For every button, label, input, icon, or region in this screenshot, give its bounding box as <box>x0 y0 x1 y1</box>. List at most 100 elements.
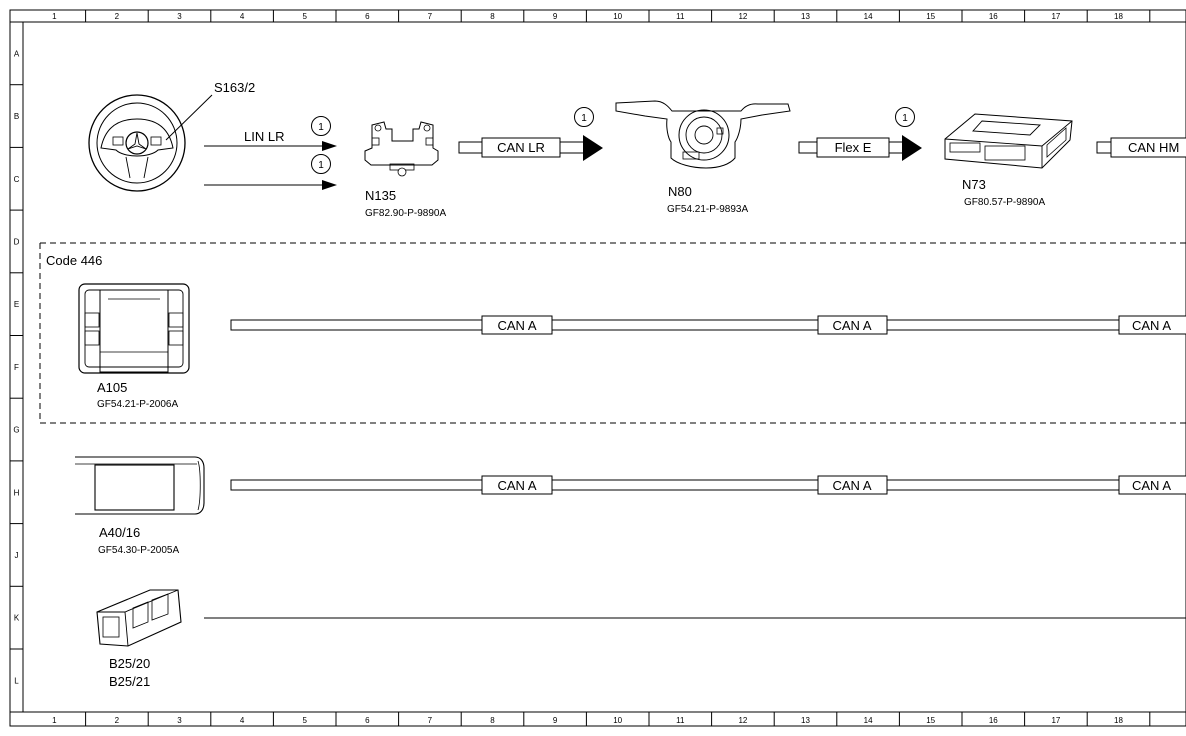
n73-label: N73 <box>962 177 986 192</box>
svg-text:1: 1 <box>581 113 587 124</box>
column-label-15: 15 <box>926 716 935 725</box>
column-label-10: 10 <box>613 716 622 725</box>
column-label-15: 15 <box>926 12 935 21</box>
b25-21-label: B25/21 <box>109 674 150 689</box>
svg-text:CAN A: CAN A <box>1132 478 1171 493</box>
note-marker-1c: 1 <box>574 107 594 127</box>
b25-sensor-drawing <box>96 589 182 647</box>
column-label-16: 16 <box>989 12 998 21</box>
row-label-K: K <box>14 614 20 623</box>
svg-text:CAN A: CAN A <box>497 318 536 333</box>
n80-label: N80 <box>668 184 692 199</box>
note-marker-1b: 1 <box>311 154 331 174</box>
can-a-bus-1 <box>230 319 1186 331</box>
column-label-2: 2 <box>115 12 120 21</box>
can-a-tag-2c: CAN A <box>1118 475 1186 495</box>
row-label-H: H <box>14 488 20 497</box>
column-label-7: 7 <box>428 12 433 21</box>
column-label-7: 7 <box>428 716 433 725</box>
note-marker-1a: 1 <box>311 116 331 136</box>
a105-ref: GF54.21-P-2006A <box>97 399 178 410</box>
can-lr-arrow-head <box>583 135 603 161</box>
can-a-tag-1c: CAN A <box>1118 315 1186 335</box>
n80-ref: GF54.21-P-9893A <box>667 204 748 215</box>
column-label-3: 3 <box>177 716 182 725</box>
n135-ref: GF82.90-P-9890A <box>365 208 446 219</box>
column-label-9: 9 <box>553 12 558 21</box>
a40-16-label: A40/16 <box>99 525 140 540</box>
column-label-11: 11 <box>676 716 685 725</box>
column-label-6: 6 <box>365 716 370 725</box>
steering-wheel-switch <box>88 94 186 192</box>
row-ticks <box>10 84 23 650</box>
column-label-1: 1 <box>52 716 57 725</box>
n135-module-drawing <box>364 121 439 177</box>
column-label-4: 4 <box>240 716 245 725</box>
column-label-5: 5 <box>302 716 307 725</box>
can-hm-box <box>1110 137 1186 158</box>
column-label-8: 8 <box>490 716 495 725</box>
column-label-8: 8 <box>490 12 495 21</box>
can-hm-label: CAN HM <box>1128 140 1179 155</box>
row-label-B: B <box>14 112 19 121</box>
can-lr-label: CAN LR <box>497 140 545 155</box>
column-label-11: 11 <box>676 12 685 21</box>
can-lr-bus-stub <box>458 141 483 154</box>
can-a-bus-2 <box>230 479 1186 491</box>
flex-e-bus-stub <box>798 141 818 154</box>
s163-leader-line <box>165 94 213 141</box>
row-label-J: J <box>15 551 19 560</box>
a40-16-module-drawing <box>75 456 205 515</box>
svg-text:CAN A: CAN A <box>1132 318 1171 333</box>
row-label-G: G <box>13 426 19 435</box>
column-label-18: 18 <box>1114 12 1123 21</box>
row-label-E: E <box>14 300 19 309</box>
s163-2-label: S163/2 <box>214 80 255 95</box>
svg-text:1: 1 <box>318 122 324 133</box>
diagram-frame <box>9 9 1186 727</box>
can-lr-bus-stub-2 <box>559 141 585 154</box>
column-label-5: 5 <box>302 12 307 21</box>
svg-text:1: 1 <box>902 113 908 124</box>
column-label-17: 17 <box>1051 716 1060 725</box>
svg-text:CAN A: CAN A <box>832 318 871 333</box>
can-a-tag-2b: CAN A <box>817 475 888 495</box>
can-hm-bus-stub <box>1096 141 1112 154</box>
column-label-13: 13 <box>801 12 810 21</box>
n73-module-drawing <box>944 113 1073 169</box>
second-arrow-head <box>322 180 337 190</box>
column-label-16: 16 <box>989 716 998 725</box>
can-a-tag-1b: CAN A <box>817 315 888 335</box>
column-label-4: 4 <box>240 12 245 21</box>
n80-module-drawing <box>615 100 791 169</box>
column-ticks <box>85 10 1151 726</box>
flex-e-arrow-head <box>902 135 922 161</box>
can-a-tag-2a: CAN A <box>481 475 553 495</box>
column-label-17: 17 <box>1051 12 1060 21</box>
row-label-C: C <box>14 175 20 184</box>
column-label-10: 10 <box>613 12 622 21</box>
column-label-1: 1 <box>52 12 57 21</box>
row-label-D: D <box>14 237 20 246</box>
column-label-13: 13 <box>801 716 810 725</box>
n135-label: N135 <box>365 188 396 203</box>
column-label-3: 3 <box>177 12 182 21</box>
column-label-9: 9 <box>553 716 558 725</box>
row-label-A: A <box>14 49 20 58</box>
column-label-12: 12 <box>738 12 747 21</box>
column-label-14: 14 <box>864 12 873 21</box>
svg-text:CAN A: CAN A <box>497 478 536 493</box>
column-label-2: 2 <box>115 716 120 725</box>
svg-text:1: 1 <box>318 160 324 171</box>
svg-text:CAN A: CAN A <box>832 478 871 493</box>
column-label-18: 18 <box>1114 716 1123 725</box>
a105-label: A105 <box>97 380 127 395</box>
lin-lr-label: LIN LR <box>244 129 284 144</box>
n73-ref: GF80.57-P-9890A <box>964 197 1045 208</box>
column-label-6: 6 <box>365 12 370 21</box>
column-labels: 1122334455667788991010111112121313141415… <box>52 12 1123 725</box>
b25-20-label: B25/20 <box>109 656 150 671</box>
a40-16-ref: GF54.30-P-2005A <box>98 545 179 556</box>
a105-module-drawing <box>78 283 190 374</box>
column-label-14: 14 <box>864 716 873 725</box>
